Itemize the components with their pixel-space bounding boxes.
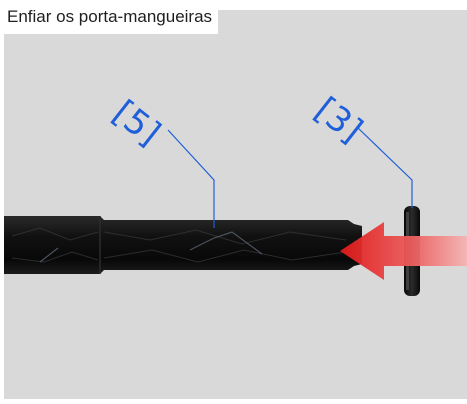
hose <box>4 216 362 274</box>
hose-texture <box>11 227 347 263</box>
hose-body <box>4 216 362 274</box>
callout-leader-lines <box>167 127 413 228</box>
hose-braid-highlight <box>39 231 263 263</box>
arrow-left-icon <box>340 222 467 280</box>
figure-caption: Enfiar os porta-mangueiras <box>0 0 219 34</box>
leader-line-holder <box>357 127 413 208</box>
background-panel <box>4 10 467 399</box>
leader-line-hose <box>167 129 215 228</box>
